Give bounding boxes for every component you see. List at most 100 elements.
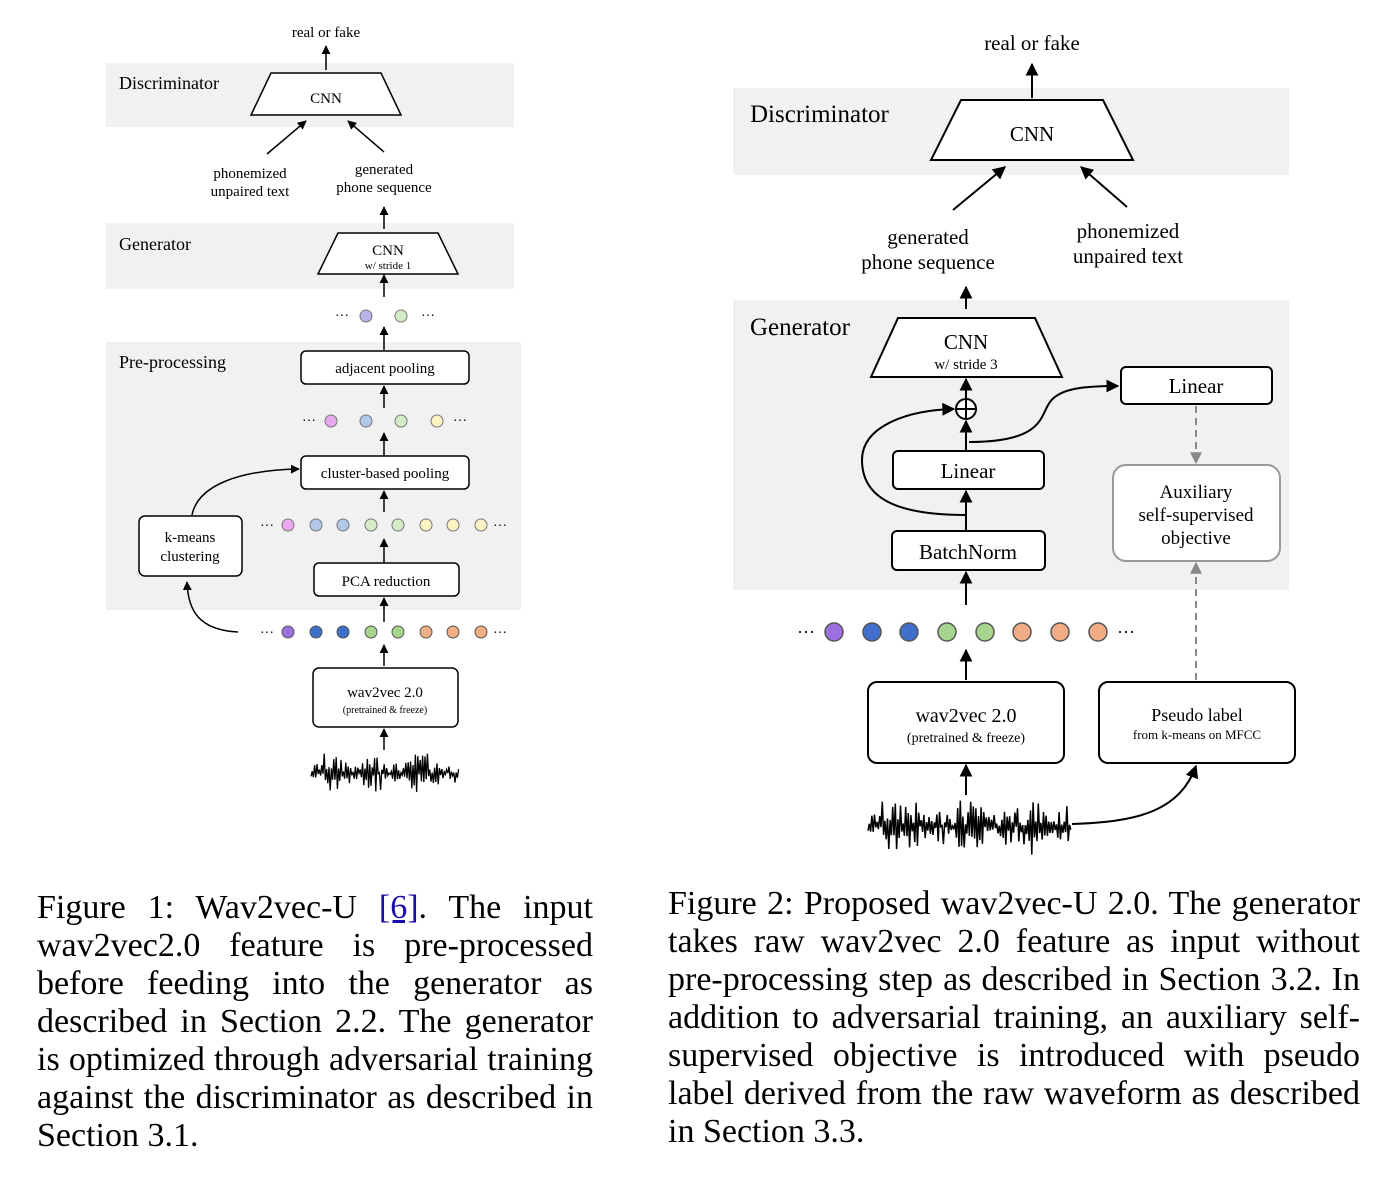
ellipsis: ··· (453, 414, 467, 429)
feature-dot (391, 518, 405, 532)
feature-dot (309, 625, 323, 639)
feature-dot (474, 625, 488, 639)
feature-dot (324, 414, 338, 428)
real-or-fake-label: real or fake (292, 25, 361, 41)
feature-dot (359, 309, 373, 323)
phonemized-text-label: phonemized (1077, 219, 1180, 243)
batchnorm-box (891, 530, 1046, 571)
auxiliary-objective-label: Auxiliary (1160, 482, 1233, 503)
generator-cnn-shape (869, 317, 1064, 378)
ellipsis: ··· (493, 519, 507, 534)
feature-dot (430, 414, 444, 428)
figure1: real or fake Discriminator CNN phonemize… (106, 25, 521, 793)
linear-side-label: Linear (1169, 374, 1224, 398)
ellipsis: ··· (302, 414, 316, 429)
feature-dot (862, 622, 882, 642)
caption-text: Figure 1: Wav2vec-U (37, 889, 379, 926)
figure2-caption: Figure 2: Proposed wav2vec-U 2.0. The ge… (668, 885, 1360, 1151)
generated-seq-label-2: phone sequence (861, 250, 995, 274)
generator-label: Generator (119, 234, 191, 254)
wav2vec-box (867, 681, 1065, 764)
wav2vec-box (312, 667, 459, 728)
architecture-diagram: real or fake Discriminator CNN phonemize… (106, 25, 1296, 855)
feature-dot (446, 518, 460, 532)
feature-dot (899, 622, 919, 642)
ellipsis: ··· (335, 309, 349, 324)
wav2vec-sublabel: (pretrained & freeze) (907, 731, 1025, 746)
phonemized-text-label: phonemized (213, 166, 287, 182)
discriminator-cnn-label: CNN (1010, 122, 1054, 146)
feature-dot (446, 625, 460, 639)
pca-label: PCA reduction (342, 574, 431, 590)
ellipsis: ··· (493, 626, 507, 641)
citation-link[interactable]: [6] (378, 889, 419, 926)
kmeans-label: k-means (165, 530, 216, 546)
phonemized-text-label-2: unpaired text (1073, 244, 1183, 268)
feature-dot (281, 625, 295, 639)
linear-main-label: Linear (941, 459, 996, 483)
waveform-icon (867, 800, 1072, 855)
linear-side-box (1120, 366, 1273, 405)
caption-text: . The input wav2vec2.0 feature is pre-pr… (37, 889, 594, 1154)
feature-dot (394, 414, 408, 428)
feature-dot (419, 518, 433, 532)
kmeans-label-2: clustering (160, 549, 220, 565)
feature-dot (391, 625, 405, 639)
discriminator-cnn-shape (249, 72, 403, 116)
feature-dot (419, 625, 433, 639)
discriminator-cnn-shape (929, 99, 1135, 161)
generator-panel (106, 223, 514, 289)
ellipsis: ··· (797, 622, 815, 642)
phonemized-text-label-2: unpaired text (211, 184, 291, 200)
generator-cnn-sublabel: w/ stride 1 (365, 260, 411, 272)
generator-label: Generator (750, 314, 851, 341)
auxiliary-objective-box (1112, 464, 1281, 562)
feature-dot (1050, 622, 1070, 642)
feature-dot (824, 622, 844, 642)
generated-seq-label: generated (887, 225, 969, 249)
feature-dot (359, 414, 373, 428)
feature-dot (281, 518, 295, 532)
figure2: real or fake Discriminator CNN generated… (733, 31, 1296, 855)
feature-dot (975, 622, 995, 642)
feature-dot (1012, 622, 1032, 642)
adjacent-pooling-box (300, 350, 470, 385)
ellipsis: ··· (1117, 622, 1135, 642)
caption-text: Figure 2: Proposed wav2vec-U 2.0. The ge… (668, 885, 1360, 1150)
generator-cnn-label: CNN (944, 330, 988, 354)
adjacent-pooling-label: adjacent pooling (335, 361, 435, 377)
real-or-fake-label: real or fake (984, 31, 1080, 55)
generator-cnn-label: CNN (372, 243, 404, 259)
feature-dot (336, 518, 350, 532)
feature-dot (1088, 622, 1108, 642)
generator-cnn-shape (316, 232, 460, 275)
feature-dot (394, 309, 408, 323)
pseudo-label-box (1098, 681, 1296, 764)
batchnorm-label: BatchNorm (919, 540, 1017, 564)
discriminator-label: Discriminator (119, 73, 219, 93)
figure1-caption: Figure 1: Wav2vec-U [6]. The input wav2v… (37, 889, 593, 1155)
feature-dot (474, 518, 488, 532)
feature-dot (364, 625, 378, 639)
wav2vec-label: wav2vec 2.0 (915, 705, 1016, 727)
auxiliary-objective-label-3: objective (1161, 528, 1231, 549)
cluster-pooling-label: cluster-based pooling (321, 466, 450, 482)
generated-seq-label-2: phone sequence (336, 180, 432, 196)
ellipsis: ··· (421, 309, 435, 324)
waveform-icon (310, 753, 460, 793)
auxiliary-objective-label-2: self-supervised (1138, 505, 1254, 526)
discriminator-cnn-label: CNN (310, 91, 342, 107)
ellipsis: ··· (260, 626, 274, 641)
linear-main-box (892, 450, 1045, 490)
feature-dot (364, 518, 378, 532)
kmeans-box (138, 515, 243, 577)
wav2vec-sublabel: (pretrained & freeze) (343, 705, 427, 716)
preprocessing-label: Pre-processing (119, 352, 226, 372)
pseudo-label-sublabel: from k-means on MFCC (1133, 727, 1261, 742)
generator-cnn-sublabel: w/ stride 3 (934, 357, 997, 373)
generated-seq-label: generated (355, 162, 414, 178)
pca-box (313, 562, 460, 597)
cluster-pooling-box (300, 455, 470, 490)
feature-dot (937, 622, 957, 642)
wav2vec-label: wav2vec 2.0 (347, 685, 423, 701)
